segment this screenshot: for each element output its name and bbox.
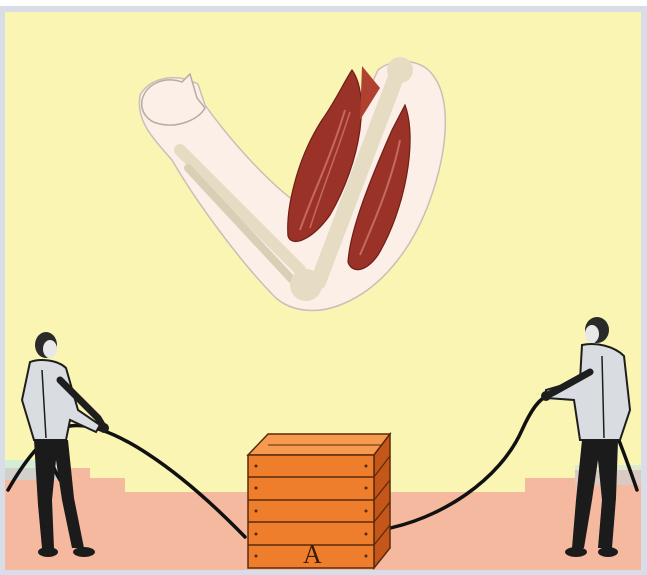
wooden-crate-icon: A: [248, 434, 390, 569]
box-label: A: [303, 540, 322, 569]
